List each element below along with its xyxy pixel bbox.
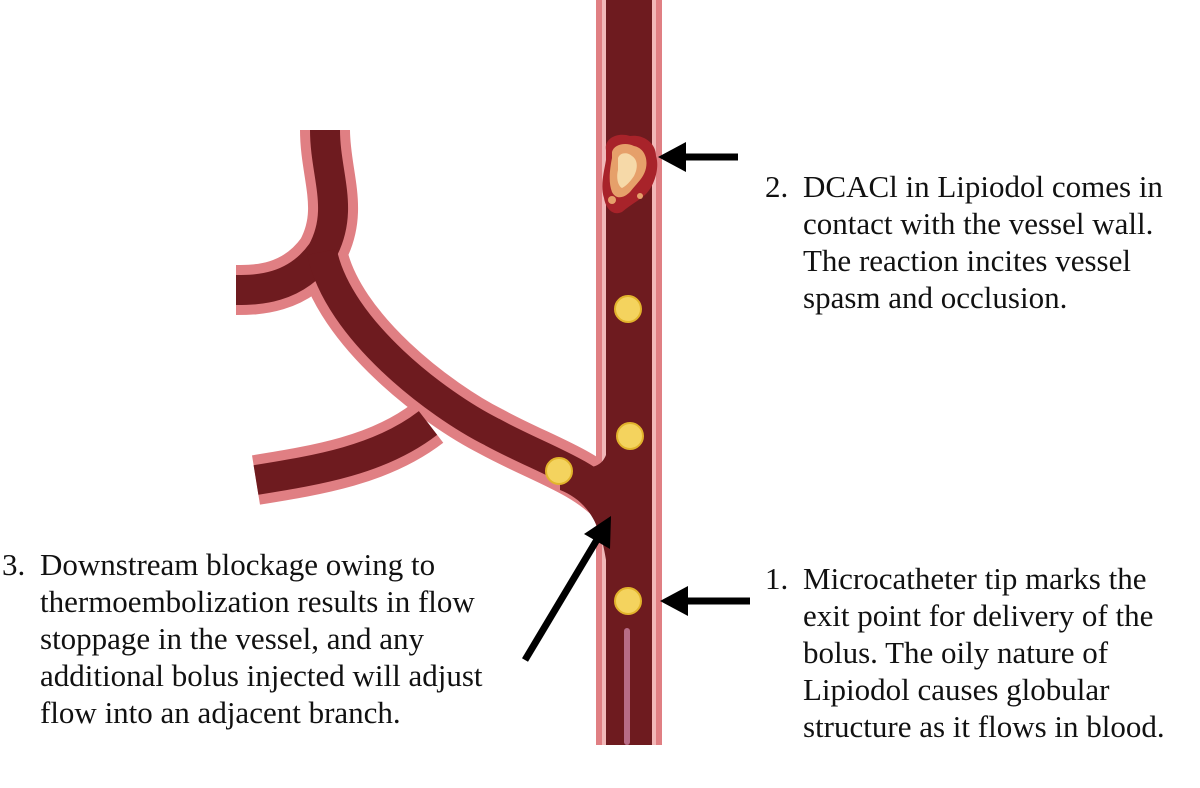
annotation-text: Microcatheter tip marks the exit point f… — [803, 561, 1165, 744]
annotation-step-3: 3. Downstream blockage owing to thermoem… — [2, 546, 492, 731]
arrow-step-3 — [521, 516, 611, 662]
bolus — [614, 295, 642, 323]
annotation-text: DCACl in Lipiodol comes in contact with … — [803, 169, 1163, 315]
arrow-step-2 — [658, 142, 738, 172]
bolus-group — [545, 295, 644, 615]
annotation-step-2: 2. DCACl in Lipiodol comes in contact wi… — [765, 168, 1197, 316]
bolus — [614, 587, 642, 615]
annotation-number: 1. — [765, 561, 789, 596]
main-vessel — [596, 0, 662, 745]
vessel-junction — [560, 455, 606, 560]
annotation-step-1: 1. Microcatheter tip marks the exit poin… — [765, 560, 1197, 745]
bolus — [616, 422, 644, 450]
arrow-step-1 — [660, 586, 750, 616]
occlusion-clot — [602, 134, 658, 214]
microcatheter — [624, 628, 630, 745]
annotation-number: 2. — [765, 169, 789, 204]
annotation-text: Downstream blockage owing to thermoembol… — [40, 547, 483, 730]
annotation-number: 3. — [2, 547, 26, 582]
bolus — [545, 457, 573, 485]
